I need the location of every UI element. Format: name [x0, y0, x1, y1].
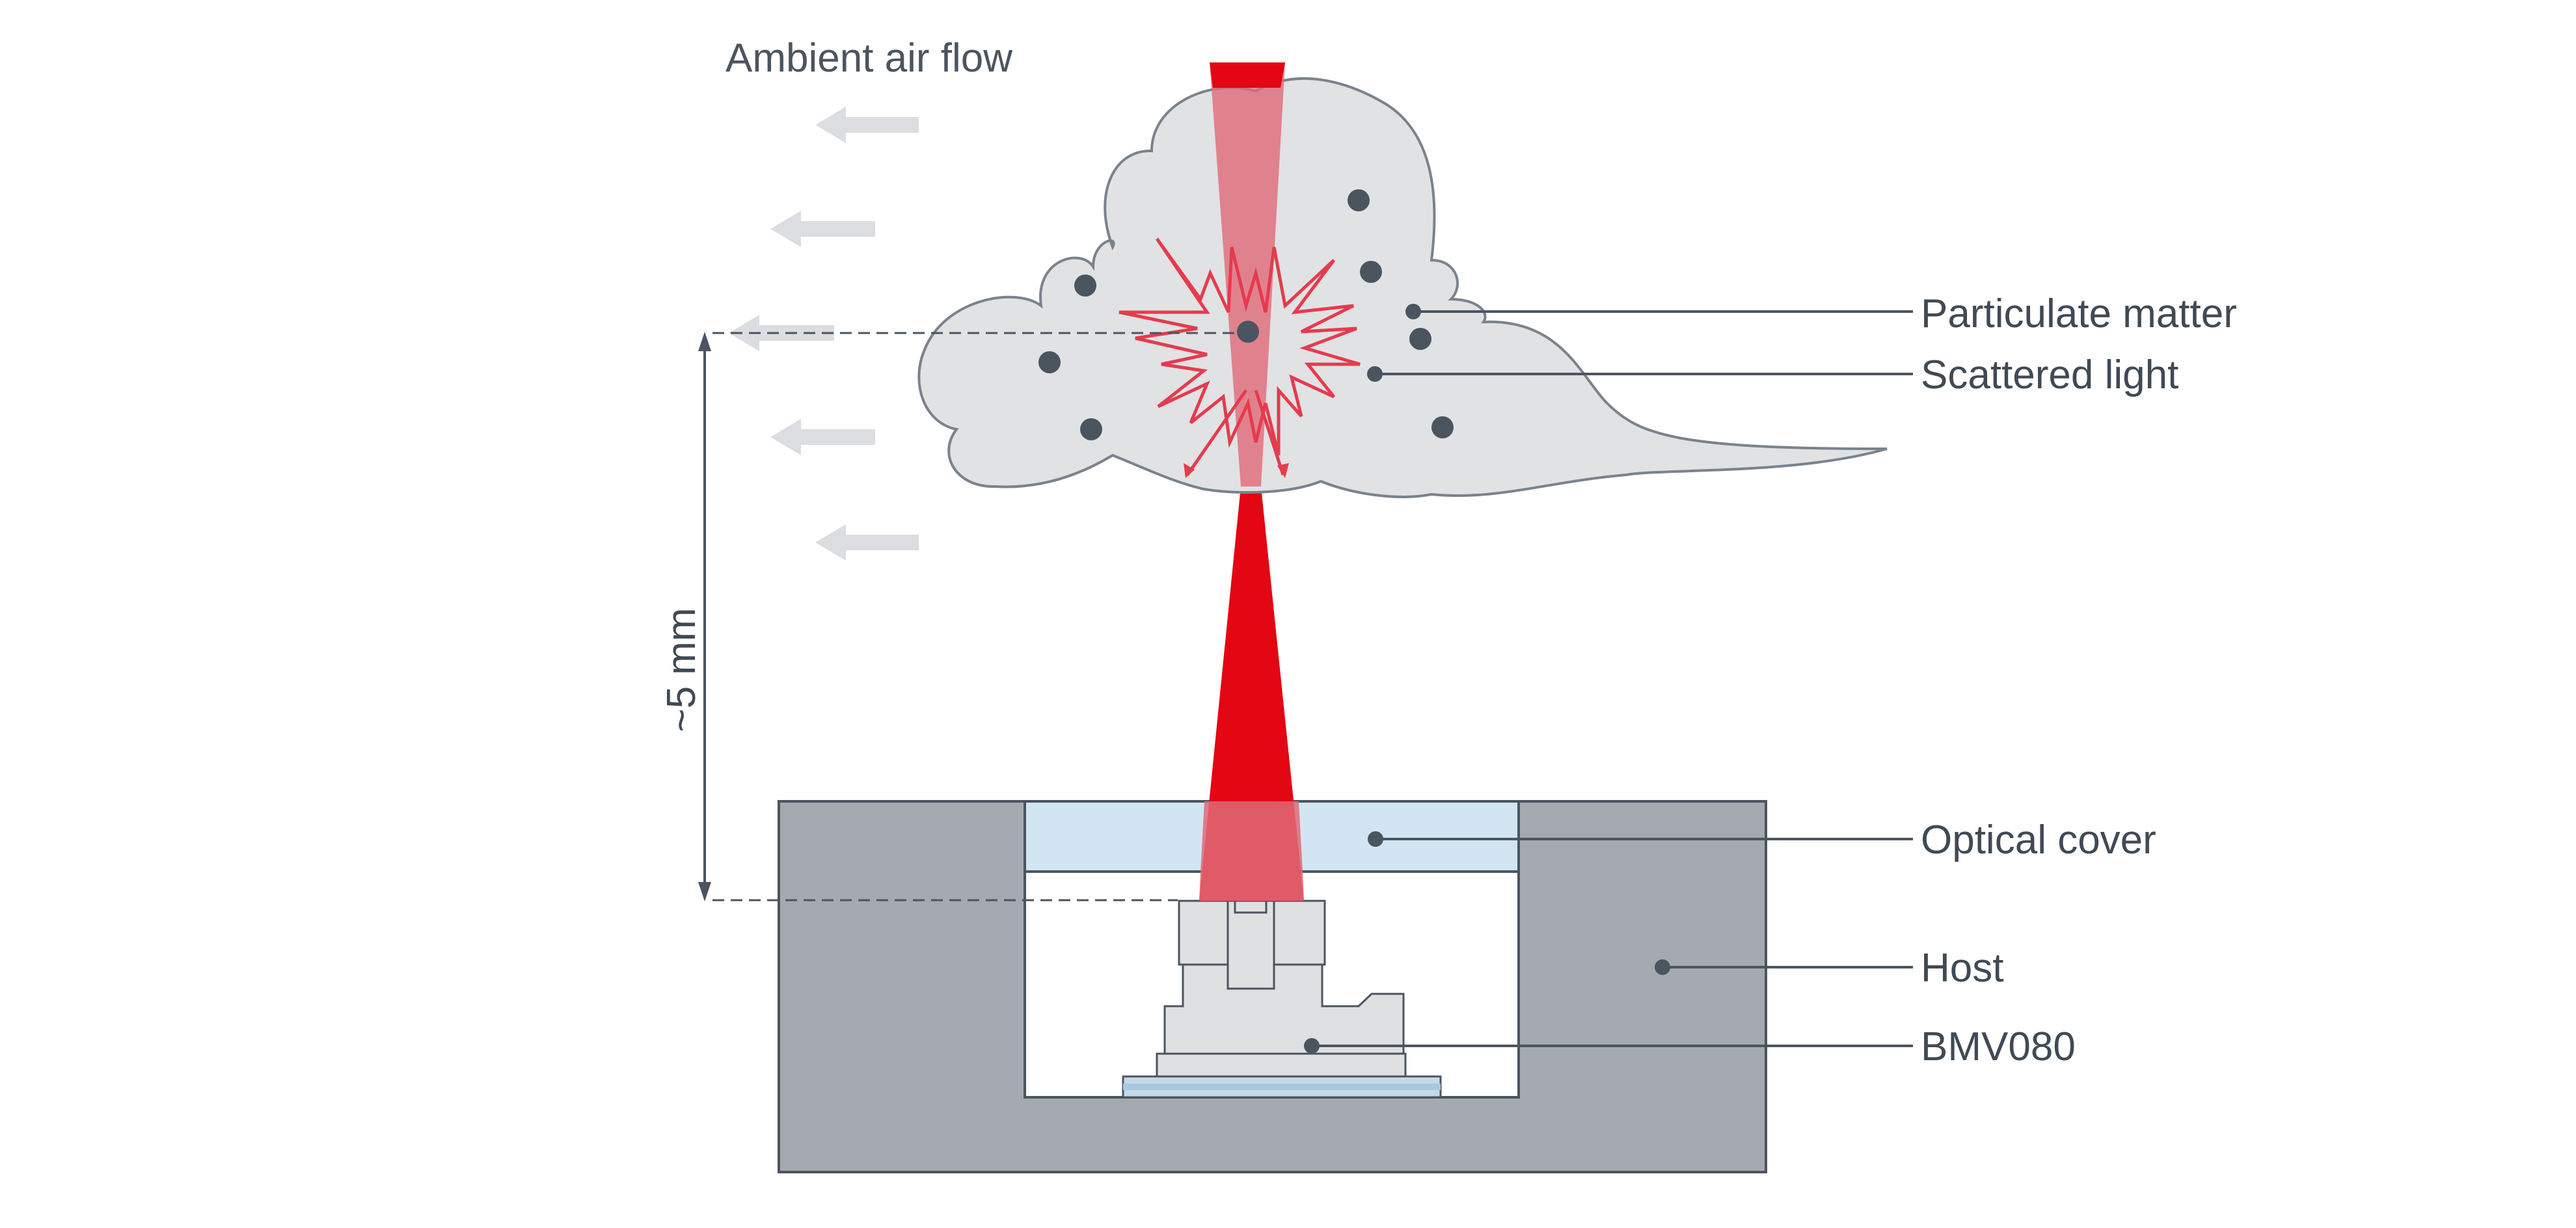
laser-beam-top — [1210, 62, 1285, 88]
leader-lines — [1304, 304, 1913, 1054]
scattered-light — [1119, 237, 1361, 476]
particle-center — [1237, 321, 1259, 343]
scatter-arrowheads — [1184, 463, 1289, 478]
bmv080-sensor — [1122, 900, 1442, 1099]
laser-beam — [1199, 487, 1304, 901]
laser-beam-upper — [1210, 62, 1285, 487]
particle — [1431, 416, 1454, 438]
arrow-left-icon — [770, 211, 875, 247]
particle — [1074, 274, 1096, 297]
label-optical-cover: Optical cover — [1921, 818, 2156, 862]
arrow-left-icon — [729, 315, 834, 351]
distance-dimension: ~5 mm — [659, 332, 1236, 901]
particle-cloud — [917, 77, 1888, 498]
particle — [1080, 418, 1102, 440]
particle — [1348, 189, 1370, 211]
label-scattered-light: Scattered light — [1921, 353, 2178, 397]
label-host: Host — [1921, 946, 2003, 991]
particle — [1360, 261, 1382, 283]
label-particulate-matter: Particulate matter — [1921, 291, 2237, 336]
particle — [1409, 328, 1431, 350]
arrow-left-icon — [770, 419, 875, 455]
arrow-left-icon — [815, 524, 919, 561]
particle — [1038, 351, 1061, 373]
dimension-label: ~5 mm — [659, 607, 704, 732]
diagram-title: Ambient air flow — [725, 36, 1012, 81]
arrow-left-icon — [815, 107, 919, 143]
label-bmv080: BMV080 — [1921, 1024, 2076, 1069]
air-flow-arrows — [729, 107, 919, 561]
